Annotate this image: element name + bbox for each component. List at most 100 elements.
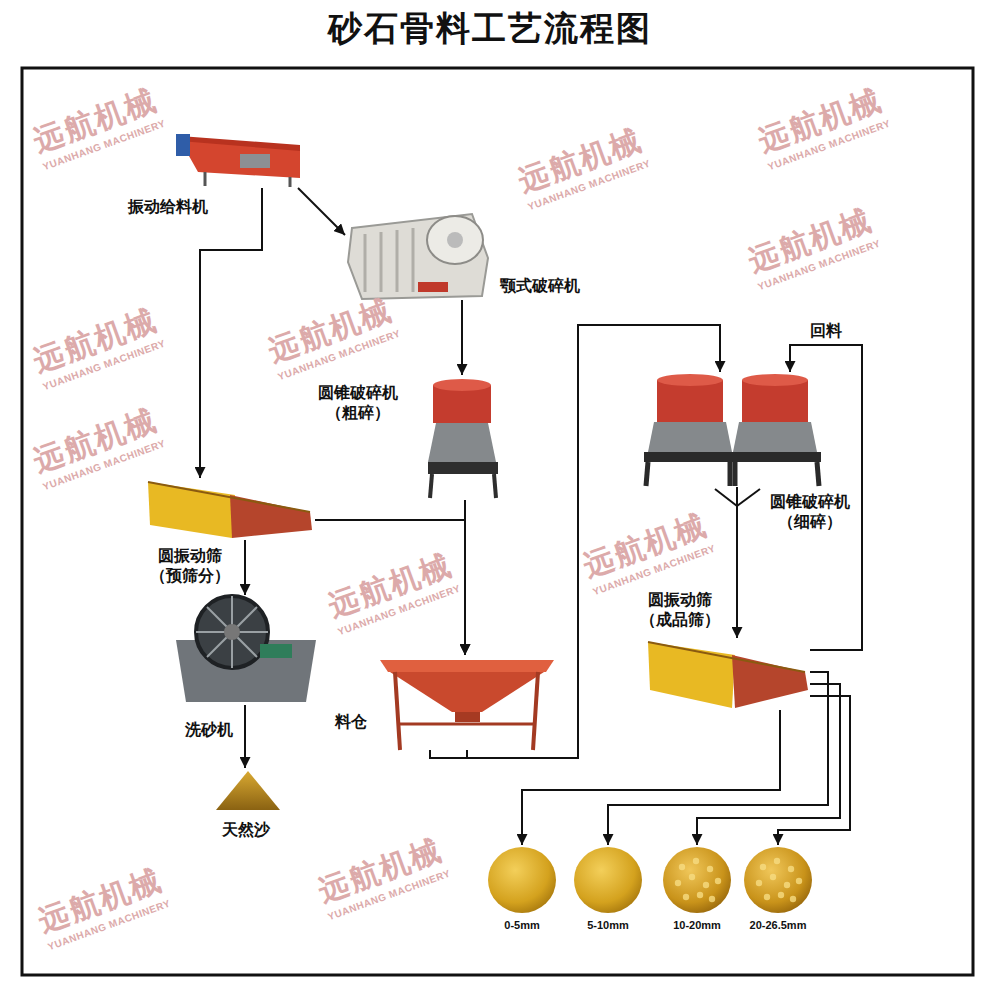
watermark: 远航机械 bbox=[514, 123, 646, 198]
flow-arrow bbox=[200, 188, 262, 478]
fine-cone-crusher-picture bbox=[648, 422, 732, 452]
fine-cone-crusher-picture bbox=[729, 374, 821, 486]
jaw-crusher-picture bbox=[364, 234, 367, 292]
flow-arrow bbox=[244, 540, 246, 595]
equipment-box: 料仓 bbox=[378, 655, 556, 750]
equipment-label: 圆振动筛 （成品筛） bbox=[640, 590, 720, 630]
pebble-dot bbox=[774, 858, 780, 864]
product-pile: 20-26.5mm bbox=[743, 845, 813, 915]
pebble-dot bbox=[689, 874, 695, 880]
equipment-label: 圆锥破碎机 （粗碎） bbox=[318, 383, 398, 423]
product-circle bbox=[662, 845, 732, 915]
pebble-dot bbox=[790, 896, 796, 902]
fine-cone-crusher-picture bbox=[657, 374, 723, 386]
pebble-dot bbox=[679, 864, 685, 870]
equipment-box: 天然沙 bbox=[215, 768, 280, 810]
coarse-cone-crusher-picture bbox=[428, 462, 498, 474]
equipment-label: 振动给料机 bbox=[128, 197, 208, 217]
watermark: 远航机械 bbox=[34, 863, 166, 938]
coarse-cone-crusher-picture bbox=[433, 379, 491, 391]
pebble-dot bbox=[778, 892, 784, 898]
sand-pile-picture bbox=[216, 771, 280, 810]
watermark: 远航机械 bbox=[754, 83, 886, 158]
product-circle bbox=[574, 847, 642, 913]
fine-cone-crusher-picture bbox=[644, 452, 736, 462]
flow-arrow bbox=[522, 710, 780, 845]
bin-picture bbox=[390, 672, 544, 712]
fine-cone-crusher-picture bbox=[742, 374, 808, 386]
product-circle bbox=[487, 845, 557, 915]
pebble-dot bbox=[675, 880, 681, 886]
watermark: YUANHANG MACHINERY bbox=[336, 583, 462, 638]
equipment-box: 圆锥破碎机 （粗碎） bbox=[425, 375, 500, 500]
equipment-label: 料仓 bbox=[335, 712, 367, 732]
equipment-label: 颚式破碎机 bbox=[500, 276, 580, 296]
flow-arrow bbox=[244, 705, 246, 768]
bin-picture bbox=[380, 660, 554, 750]
jaw-crusher-picture bbox=[447, 232, 463, 248]
sand-washer-picture bbox=[176, 596, 316, 702]
fine-cone-crusher-picture bbox=[644, 374, 821, 486]
pre-screen-picture bbox=[230, 495, 312, 538]
sand-washer-picture bbox=[207, 607, 257, 657]
product-circle bbox=[743, 845, 813, 915]
fine-cone-crusher-picture bbox=[742, 380, 808, 422]
pebble-dot bbox=[683, 894, 689, 900]
equipment-label: 天然沙 bbox=[222, 820, 270, 840]
split-lines bbox=[737, 489, 760, 506]
jaw-crusher-picture bbox=[427, 216, 483, 264]
pebble-dot bbox=[788, 866, 794, 872]
jaw-crusher-picture bbox=[396, 230, 399, 292]
feeder-picture bbox=[240, 154, 270, 168]
sand-washer-picture bbox=[196, 596, 268, 668]
pebble-dot bbox=[703, 882, 709, 888]
feeder-picture bbox=[176, 134, 190, 156]
pre-screen-picture bbox=[148, 482, 310, 512]
flow-arrow bbox=[461, 300, 463, 375]
equipment-label: 洗砂机 bbox=[185, 720, 233, 740]
product-pile: 0-5mm bbox=[487, 845, 557, 915]
pebble-dot bbox=[770, 874, 776, 880]
equipment-box: 圆振动筛 （预筛分） bbox=[145, 478, 315, 540]
sand-pile-picture bbox=[216, 771, 280, 810]
watermark: YUANHANG MACHINERY bbox=[326, 868, 452, 923]
watermark: YUANHANG MACHINERY bbox=[41, 118, 167, 173]
watermark: 远航机械 bbox=[579, 508, 711, 583]
equipment-box: 颚式破碎机 bbox=[345, 208, 490, 300]
flow-arrow bbox=[315, 520, 465, 655]
finished-screen-picture bbox=[648, 642, 735, 708]
watermark: YUANHANG MACHINERY bbox=[46, 898, 172, 953]
pebble-dot bbox=[707, 866, 713, 872]
product-circle bbox=[663, 847, 731, 913]
watermark: YUANHANG MACHINERY bbox=[766, 118, 892, 173]
watermark: 远航机械 bbox=[744, 203, 876, 278]
flow-arrow bbox=[608, 672, 828, 845]
fine-cone-crusher-picture bbox=[644, 374, 736, 486]
diagram-title: 砂石骨料工艺流程图 bbox=[0, 6, 980, 50]
watermark: 远航机械 bbox=[314, 833, 446, 908]
fine-cone-crusher-picture bbox=[817, 462, 819, 486]
fine-cone-crusher-picture bbox=[646, 462, 648, 486]
finished-screen-picture bbox=[732, 655, 808, 708]
watermark: 远航机械 bbox=[324, 548, 456, 623]
watermark: YUANHANG MACHINERY bbox=[41, 438, 167, 493]
fine-cone-crusher-picture bbox=[729, 452, 821, 462]
watermark: 远航机械 bbox=[29, 83, 161, 158]
watermark: YUANHANG MACHINERY bbox=[41, 338, 167, 393]
flow-arrow bbox=[736, 487, 738, 638]
size-label: 0-5mm bbox=[504, 919, 539, 932]
watermark: YUANHANG MACHINERY bbox=[756, 238, 882, 293]
return-label: 回料 bbox=[808, 321, 844, 341]
split-lines bbox=[715, 489, 737, 506]
watermark: 远航机械 bbox=[264, 293, 396, 368]
flow-arrow bbox=[467, 325, 720, 758]
pebble-dot bbox=[697, 892, 703, 898]
coarse-cone-crusher-picture bbox=[430, 474, 432, 498]
fine-cone-crusher-picture bbox=[733, 462, 738, 486]
sand-washer-picture bbox=[260, 644, 292, 658]
jaw-crusher-picture bbox=[412, 228, 415, 292]
product-pile: 5-10mm bbox=[573, 845, 643, 915]
frame bbox=[22, 68, 973, 975]
